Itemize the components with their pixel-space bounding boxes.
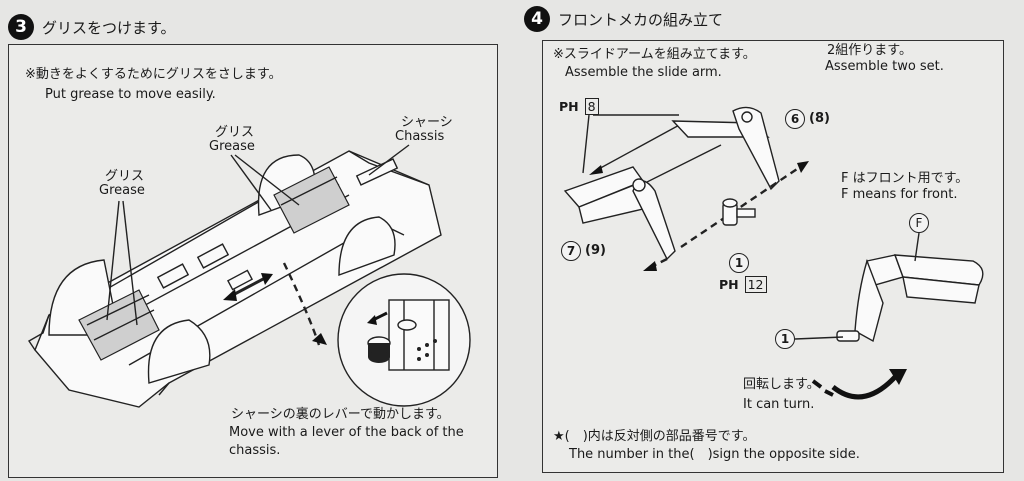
step4-title: フロントメカの組み立て: [558, 10, 724, 29]
ph12-prefix: PH: [719, 277, 739, 292]
lever-note-en-1: Move with a lever of the back of the: [229, 425, 464, 440]
lever-note-jp: シャーシの裏のレバーで動かします。: [231, 407, 450, 422]
step3-header: 3 グリスをつけます。: [8, 14, 176, 40]
turn-note-jp: 回転します。: [743, 377, 820, 392]
step3-note-jp: ※動きをよくするためにグリスをさします。: [25, 67, 282, 82]
step3-title: グリスをつけます。: [42, 18, 176, 37]
ph8-number: 8: [584, 98, 599, 115]
step4-header: 4 フロントメカの組み立て: [524, 6, 723, 32]
part-ph8-label: PH 8: [559, 98, 599, 115]
two-sets-jp: 2組作ります。: [827, 43, 912, 58]
wheel-arch-rear-right: [338, 216, 396, 276]
front-note-jp: F はフロント用です。: [841, 171, 969, 186]
grease-label-2-jp: グリス: [105, 169, 145, 184]
ph12-number: 12: [744, 276, 767, 293]
step3-number: 3: [8, 14, 34, 40]
chassis-label-en: Chassis: [395, 129, 445, 144]
step4-panel: ※スライドアームを組み立てます。 Assemble the slide arm.…: [542, 40, 1004, 473]
part-ph12-label: PH 12: [719, 276, 767, 293]
part-1b-badge: 1: [775, 329, 795, 349]
slide-arm-illustration: [563, 106, 984, 400]
chassis-illustration: [28, 144, 471, 408]
two-sets-en: Assemble two set.: [825, 59, 944, 74]
lever-note-en-2: chassis.: [229, 443, 281, 458]
chassis-label-jp: シャーシ: [401, 115, 453, 130]
part-6-badge: 6: [785, 109, 805, 129]
opposite-note-en: The number in the( )sign the opposite si…: [569, 447, 860, 462]
grease-label-1-en: Grease: [209, 139, 255, 154]
wheel-arch-front-right: [147, 319, 211, 384]
step4-note-en: Assemble the slide arm.: [565, 65, 722, 80]
front-note-en: F means for front.: [841, 187, 958, 202]
part-7-badge: 7: [561, 241, 581, 261]
part-9-label: (9): [585, 243, 606, 258]
grease-label-1-jp: グリス: [215, 125, 255, 140]
turn-note-en: It can turn.: [743, 397, 815, 412]
step3-note-en: Put grease to move easily.: [45, 87, 216, 102]
ph8-prefix: PH: [559, 99, 579, 114]
part-f-badge: F: [909, 213, 929, 233]
part-8-label: (8): [809, 111, 830, 126]
opposite-note-jp: ★( )内は反対側の部品番号です。: [553, 429, 756, 444]
part-1a-badge: 1: [729, 253, 749, 273]
step4-note-jp: ※スライドアームを組み立てます。: [553, 47, 756, 62]
step4-number: 4: [524, 6, 550, 32]
step3-panel: ※動きをよくするためにグリスをさします。 Put grease to move …: [8, 44, 498, 478]
grease-label-2-en: Grease: [99, 183, 145, 198]
